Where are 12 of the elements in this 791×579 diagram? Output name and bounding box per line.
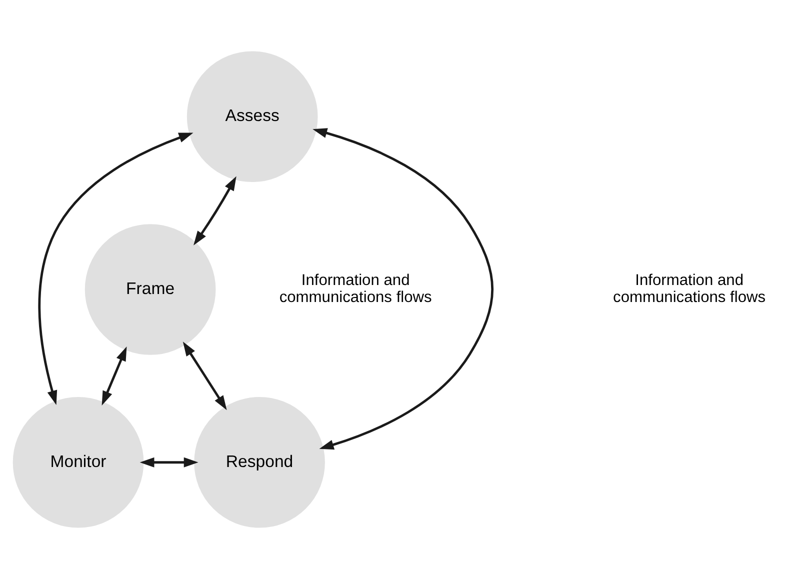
arrow xyxy=(194,176,236,246)
arrow xyxy=(102,346,127,406)
arrow xyxy=(38,132,194,405)
node-circle: Respond xyxy=(194,396,325,528)
arrow xyxy=(312,128,494,450)
arrow xyxy=(182,342,227,410)
arrow xyxy=(140,457,198,468)
node-circle: Frame xyxy=(84,224,216,355)
label: Information and communications flows xyxy=(279,272,432,306)
label: Information and communications flows xyxy=(613,272,766,306)
node-circle: Assess xyxy=(186,51,318,182)
node-circle: Monitor xyxy=(12,396,144,528)
